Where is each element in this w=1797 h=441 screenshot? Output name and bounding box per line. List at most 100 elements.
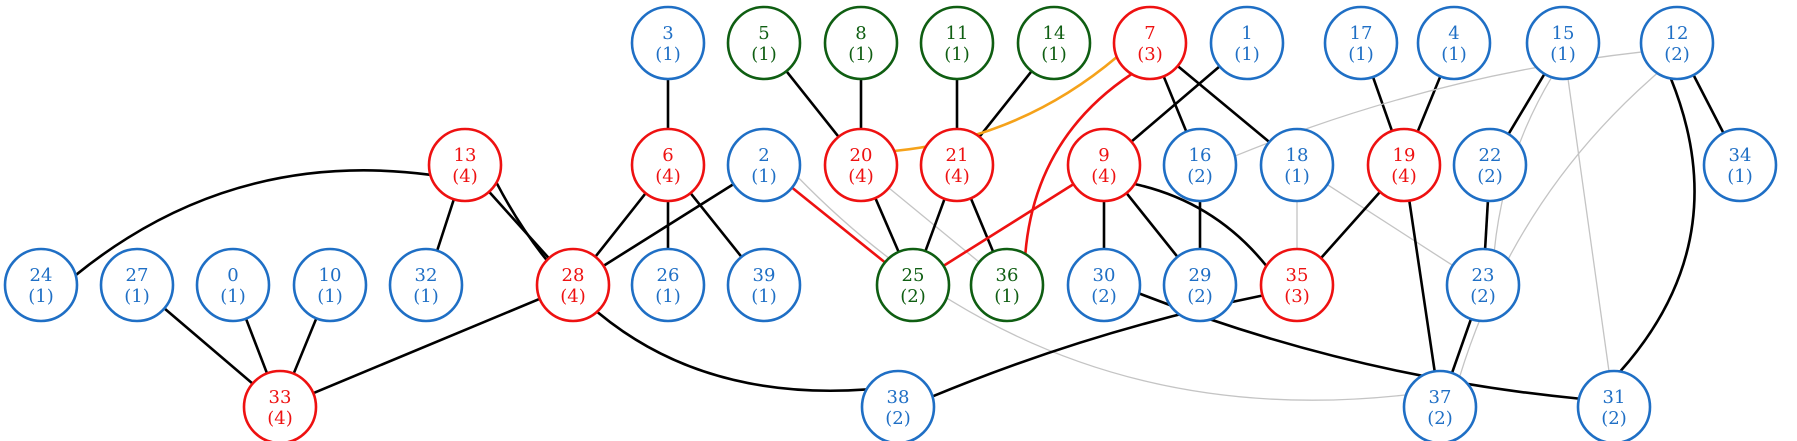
node-10[interactable]: 10(1) xyxy=(292,247,368,323)
node-circle xyxy=(1323,5,1399,81)
node-7[interactable]: 7(3) xyxy=(1112,5,1188,81)
node-id-label: 5 xyxy=(758,23,769,44)
node-count-label: (1) xyxy=(413,286,439,307)
node-circle xyxy=(860,369,936,441)
node-id-label: 15 xyxy=(1552,23,1575,44)
node-12[interactable]: 12(2) xyxy=(1639,5,1715,81)
node-circle xyxy=(1209,5,1285,81)
edge-13-32 xyxy=(435,198,456,252)
node-3[interactable]: 3(1) xyxy=(630,5,706,81)
edge-13-28 xyxy=(488,190,550,260)
node-33[interactable]: 33(4) xyxy=(242,369,318,441)
edge-9-25 xyxy=(942,183,1075,267)
node-0[interactable]: 0(1) xyxy=(195,247,271,323)
node-count-label: (1) xyxy=(1441,44,1467,65)
node-22[interactable]: 22(2) xyxy=(1452,127,1528,203)
node-id-label: 28 xyxy=(562,265,585,286)
node-2[interactable]: 2(1) xyxy=(726,127,802,203)
node-id-label: 13 xyxy=(454,145,477,166)
node-count-label: (1) xyxy=(1284,166,1310,187)
node-31[interactable]: 31(2) xyxy=(1576,369,1652,441)
node-circle xyxy=(726,127,802,203)
node-32[interactable]: 32(1) xyxy=(388,247,464,323)
node-15[interactable]: 15(1) xyxy=(1525,5,1601,81)
edge-13-38 xyxy=(495,181,867,392)
node-circle xyxy=(388,247,464,323)
node-id-label: 34 xyxy=(1729,145,1752,166)
node-34[interactable]: 34(1) xyxy=(1702,127,1778,203)
node-id-label: 11 xyxy=(946,23,969,44)
node-24[interactable]: 24(1) xyxy=(3,247,79,323)
node-id-label: 23 xyxy=(1472,265,1495,286)
node-circle xyxy=(1259,127,1335,203)
node-1[interactable]: 1(1) xyxy=(1209,5,1285,81)
node-id-label: 31 xyxy=(1603,387,1626,408)
node-count-label: (1) xyxy=(751,166,777,187)
node-23[interactable]: 23(2) xyxy=(1445,247,1521,323)
node-id-label: 30 xyxy=(1093,265,1116,286)
node-circle xyxy=(1066,247,1142,323)
edge-12-31 xyxy=(1619,77,1696,373)
edge-6-39 xyxy=(689,192,743,258)
node-28[interactable]: 28(4) xyxy=(535,247,611,323)
node-count-label: (2) xyxy=(1187,166,1213,187)
node-circle xyxy=(242,369,318,441)
node-17[interactable]: 17(1) xyxy=(1323,5,1399,81)
node-36[interactable]: 36(1) xyxy=(969,247,1045,323)
node-id-label: 4 xyxy=(1448,23,1459,44)
edge-14-21 xyxy=(978,70,1033,138)
node-20[interactable]: 20(4) xyxy=(823,127,899,203)
node-circle xyxy=(1112,5,1188,81)
node-25[interactable]: 25(2) xyxy=(875,247,951,323)
node-id-label: 36 xyxy=(996,265,1019,286)
node-6[interactable]: 6(4) xyxy=(630,127,706,203)
node-18[interactable]: 18(1) xyxy=(1259,127,1335,203)
edge-10-33 xyxy=(292,317,318,375)
node-circle xyxy=(1639,5,1715,81)
edge-2-25 xyxy=(791,186,886,264)
node-id-label: 39 xyxy=(753,265,776,286)
node-id-label: 29 xyxy=(1189,265,1212,286)
edge-19-37 xyxy=(1408,200,1436,372)
node-9[interactable]: 9(4) xyxy=(1066,127,1142,203)
edge-2-37 xyxy=(797,176,1407,401)
edge-21-25 xyxy=(924,198,946,252)
node-35[interactable]: 35(3) xyxy=(1259,247,1335,323)
node-30[interactable]: 30(2) xyxy=(1066,247,1142,323)
node-16[interactable]: 16(2) xyxy=(1162,127,1238,203)
node-38[interactable]: 38(2) xyxy=(860,369,936,441)
node-count-label: (1) xyxy=(751,44,777,65)
node-id-label: 26 xyxy=(657,265,680,286)
node-count-label: (4) xyxy=(267,408,293,429)
node-count-label: (1) xyxy=(994,286,1020,307)
edge-18-23 xyxy=(1326,183,1454,267)
node-27[interactable]: 27(1) xyxy=(99,247,175,323)
node-26[interactable]: 26(1) xyxy=(630,247,706,323)
node-circle xyxy=(535,247,611,323)
edge-9-29 xyxy=(1125,192,1179,258)
node-39[interactable]: 39(1) xyxy=(726,247,802,323)
node-13[interactable]: 13(4) xyxy=(427,127,503,203)
node-5[interactable]: 5(1) xyxy=(726,5,802,81)
node-19[interactable]: 19(4) xyxy=(1366,127,1442,203)
node-8[interactable]: 8(1) xyxy=(823,5,899,81)
node-21[interactable]: 21(4) xyxy=(919,127,995,203)
node-id-label: 19 xyxy=(1393,145,1416,166)
edge-0-33 xyxy=(244,318,269,374)
node-4[interactable]: 4(1) xyxy=(1416,5,1492,81)
node-37[interactable]: 37(2) xyxy=(1402,369,1478,441)
node-circle xyxy=(1162,127,1238,203)
node-circle xyxy=(427,127,503,203)
node-14[interactable]: 14(1) xyxy=(1016,5,1092,81)
node-11[interactable]: 11(1) xyxy=(919,5,995,81)
node-id-label: 6 xyxy=(662,145,673,166)
node-circle xyxy=(875,247,951,323)
node-id-label: 27 xyxy=(126,265,149,286)
node-circle xyxy=(1525,5,1601,81)
node-circle xyxy=(292,247,368,323)
node-id-label: 12 xyxy=(1666,23,1689,44)
edge-1-9 xyxy=(1130,65,1221,143)
node-29[interactable]: 29(2) xyxy=(1162,247,1238,323)
node-count-label: (1) xyxy=(655,286,681,307)
